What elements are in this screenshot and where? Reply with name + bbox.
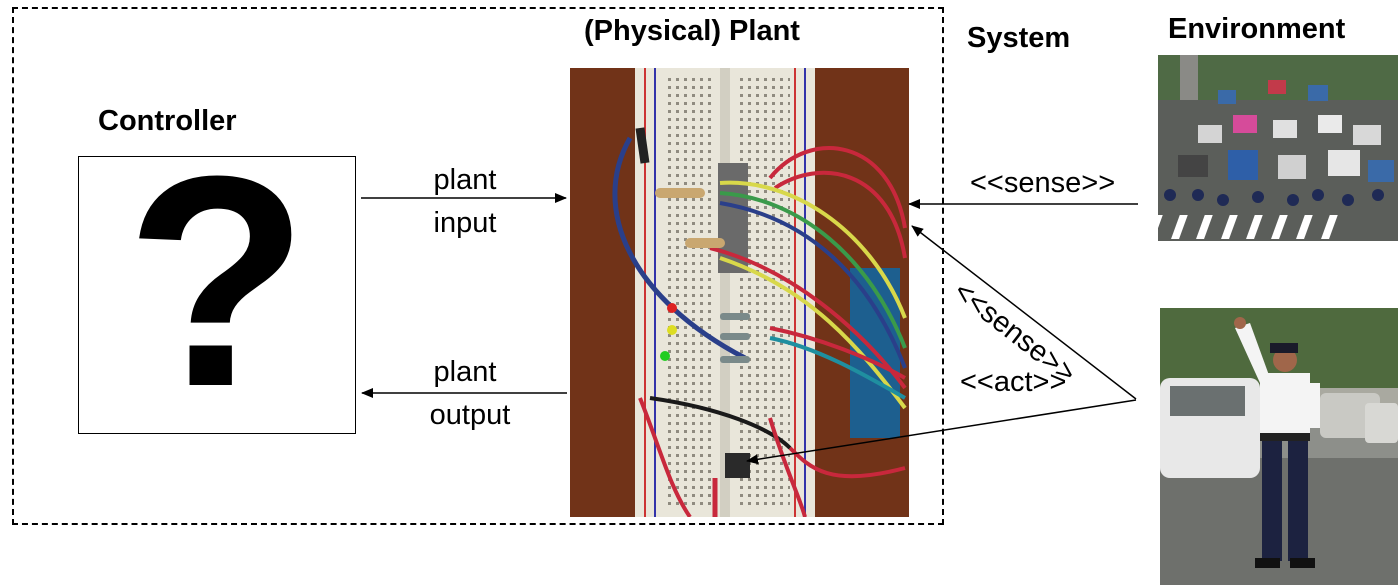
act-arrow	[747, 400, 1136, 461]
sense-top-label: <<sense>>	[970, 169, 1115, 198]
act-label: <<act>>	[960, 368, 1066, 397]
